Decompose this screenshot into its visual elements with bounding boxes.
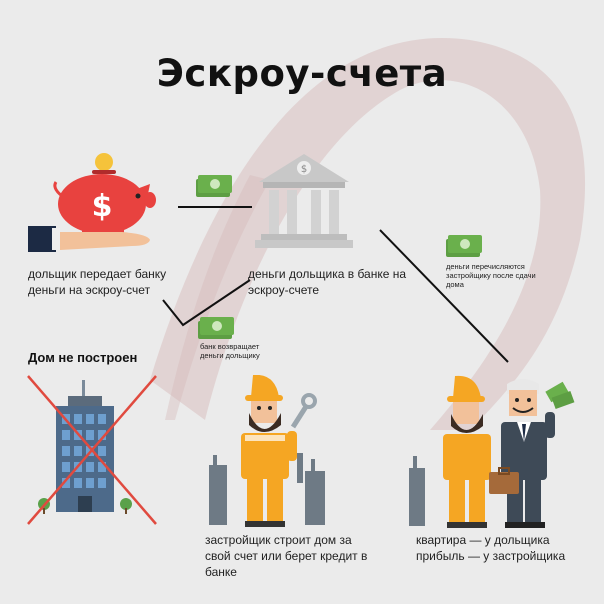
hand-icon [28, 226, 150, 252]
briefcase-icon [489, 467, 519, 494]
businessman-icon [489, 379, 575, 528]
factory-icon [409, 456, 425, 526]
caption-money-in-bank: деньги дольщика в банке на эскроу-счете [248, 267, 407, 297]
caption-house-not-built: Дом не построен [28, 350, 138, 365]
money-bill-icon [545, 381, 575, 410]
money-bill-icon [196, 175, 232, 197]
caption-developer-builds: застройщик строит дом за свой счет или б… [205, 533, 368, 579]
money-bill-icon [198, 317, 234, 339]
factory-icon [209, 453, 325, 525]
wrench-icon [290, 393, 317, 429]
builder-icon [209, 375, 325, 527]
cross-icon [27, 375, 157, 525]
bank-building-icon: $ [255, 154, 353, 248]
svg-text:$: $ [92, 189, 113, 224]
page-title: Эскроу-счета [156, 52, 448, 95]
skyscraper-icon [27, 375, 157, 525]
developer-and-shareholder-icon [409, 375, 575, 528]
caption-bank-returns: банк возвращает деньги дольщику [200, 342, 260, 360]
money-bill-icon [446, 235, 482, 257]
svg-text:$: $ [301, 164, 307, 175]
piggy-bank-icon: $ [28, 153, 156, 252]
caption-shareholder-transfer: дольщик передает банку деньги на эскроу-… [28, 267, 167, 297]
caption-outcome: квартира — у дольщика прибыль — у застро… [416, 533, 566, 563]
caption-money-to-developer: деньги перечисляются застройщику после с… [446, 262, 536, 289]
coin-icon [95, 153, 113, 171]
